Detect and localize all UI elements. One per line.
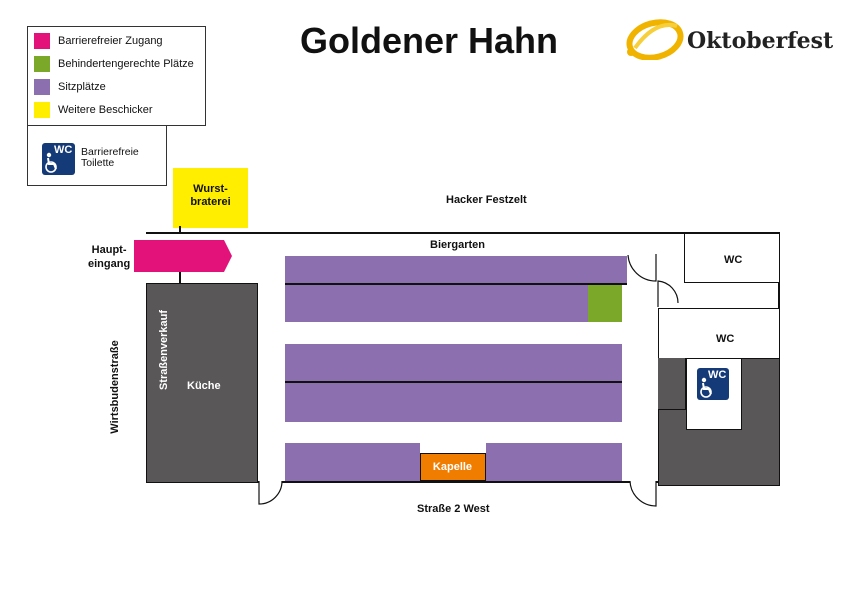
oktoberfest-logo: Oktoberfest bbox=[625, 18, 833, 62]
legend-swatch-purple bbox=[34, 79, 50, 95]
legend-label: Sitzplätze bbox=[58, 81, 106, 93]
accessible-wc-icon-map: WC bbox=[697, 368, 729, 400]
behindertengerechte-plaetze bbox=[588, 285, 622, 322]
legend-swatch-green bbox=[34, 56, 50, 72]
sitzplaetze-row-2 bbox=[285, 285, 588, 322]
service-block-left bbox=[658, 358, 686, 410]
hacker-festzelt-label: Hacker Festzelt bbox=[446, 194, 527, 206]
toilet-legend-label: Barrierefreie Toilette bbox=[81, 147, 139, 169]
page-title: Goldener Hahn bbox=[300, 20, 559, 61]
sitzplaetze-row-5-left bbox=[285, 443, 420, 481]
wirtsbudenstrasse-label: Wirtsbudenstraße bbox=[109, 340, 121, 434]
door-bottom-left bbox=[258, 480, 283, 505]
wurst-line1: Wurst- bbox=[193, 183, 228, 195]
legend-item-weitere-beschicker: Weitere Beschicker bbox=[34, 102, 153, 118]
sitzplaetze-row-3 bbox=[285, 344, 622, 382]
legend-swatch-yellow bbox=[34, 102, 50, 118]
kapelle-stage: Kapelle bbox=[420, 453, 486, 481]
toilet-label-line1: Barrierefreie bbox=[81, 146, 139, 158]
oktoberfest-logo-icon bbox=[626, 19, 684, 60]
toilet-label-line2: Toilette bbox=[81, 157, 115, 169]
wurstbraterei-stand: Wurst- braterei bbox=[173, 168, 248, 228]
row-divider-2 bbox=[285, 381, 622, 383]
haupteingang-label: Haupt- eingang bbox=[88, 243, 130, 271]
wc-top-label: WC bbox=[724, 254, 743, 266]
haupt-line2: eingang bbox=[88, 258, 131, 270]
wc-room-middle: WC bbox=[658, 308, 780, 360]
wc-badge-text-map: WC bbox=[708, 369, 727, 381]
strassenverkauf-label: Straßenverkauf bbox=[158, 309, 170, 391]
wurst-line2: braterei bbox=[190, 196, 231, 208]
accessible-wc-icon: WC bbox=[42, 143, 75, 175]
right-wall-segment bbox=[778, 283, 780, 309]
door-right-double bbox=[627, 254, 679, 307]
biergarten-label: Biergarten bbox=[430, 239, 486, 251]
legend-item-barrierefreier-zugang: Barrierefreier Zugang bbox=[34, 33, 163, 49]
wc-middle-label: WC bbox=[716, 333, 735, 345]
biergarten-wall-top bbox=[146, 232, 780, 234]
legend: Barrierefreier Zugang Behindertengerecht… bbox=[27, 26, 206, 126]
wheelchair-icon bbox=[700, 377, 712, 398]
logo-text: Oktoberfest bbox=[687, 28, 834, 54]
sitzplaetze-row-4 bbox=[285, 383, 622, 422]
strasse-2-west-label: Straße 2 West bbox=[417, 503, 490, 515]
legend-item-sitzplaetze: Sitzplätze bbox=[34, 79, 106, 95]
sitzplaetze-row-5-right bbox=[486, 443, 622, 481]
legend-label: Behindertengerechte Plätze bbox=[58, 58, 194, 70]
row-divider-1 bbox=[285, 283, 627, 285]
legend-label: Weitere Beschicker bbox=[58, 104, 153, 116]
legend-swatch-pink bbox=[34, 33, 50, 49]
wc-room-top: WC bbox=[684, 233, 780, 283]
wc-badge-text: WC bbox=[54, 144, 73, 156]
biergarten-wall-bottom bbox=[258, 481, 658, 483]
sitzplaetze-row-1 bbox=[285, 256, 627, 284]
haupt-line1: Haupt- bbox=[91, 244, 127, 256]
entrance-post-top bbox=[179, 226, 181, 234]
kueche-block: Straßenverkauf Küche bbox=[146, 283, 258, 483]
wheelchair-icon bbox=[45, 152, 57, 173]
kapelle-label: Kapelle bbox=[432, 461, 473, 473]
legend-label: Barrierefreier Zugang bbox=[58, 35, 163, 47]
legend-toilet: WC Barrierefreie Toilette bbox=[27, 126, 167, 186]
legend-item-behindertengerechte-plaetze: Behindertengerechte Plätze bbox=[34, 56, 194, 72]
wurstbraterei-label: Wurst- braterei bbox=[173, 183, 248, 209]
haupteingang-arrow bbox=[134, 240, 232, 272]
entrance-post-bottom bbox=[179, 271, 181, 283]
kueche-label: Küche bbox=[187, 380, 221, 392]
door-bottom-right bbox=[629, 480, 657, 507]
